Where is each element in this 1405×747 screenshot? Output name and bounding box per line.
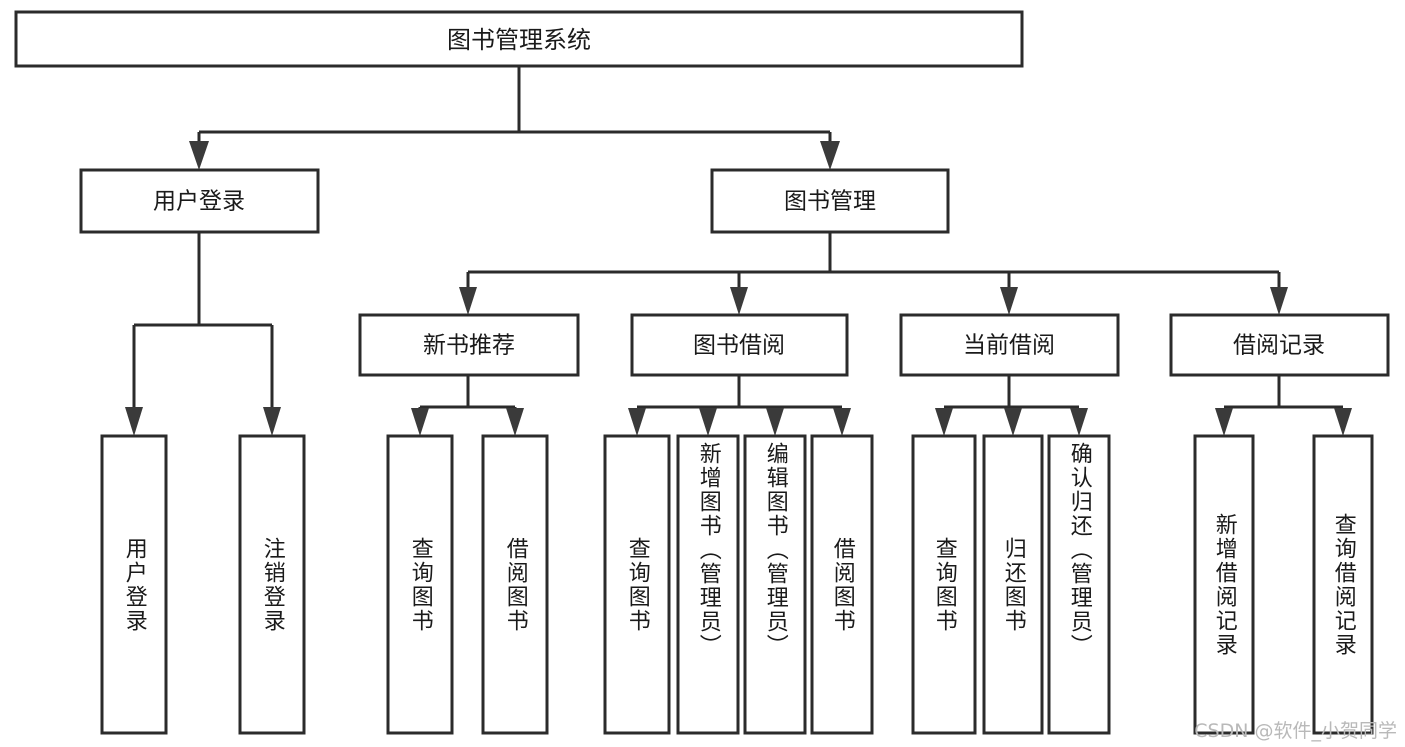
arrow-head-leaf-query-book-rec [411, 408, 429, 436]
node-book-management-label: 图书管理 [784, 189, 876, 215]
node-new-book-recommend-box[interactable] [358, 313, 580, 377]
connector-group-new-book-recommend [411, 375, 524, 436]
node-current-borrow[interactable]: 当前借阅 [899, 313, 1120, 377]
leaf-add-book-admin-box[interactable] [676, 434, 740, 735]
leaf-confirm-return-admin-box[interactable] [1047, 434, 1111, 735]
connector-group-current-borrow [935, 375, 1088, 436]
arrow-head-user-login [189, 141, 209, 170]
arrow-head-leaf-borrow-book-rec [506, 408, 524, 436]
arrow-head-leaf-edit-book-admin [766, 408, 784, 436]
connector-group-borrow-record [1215, 375, 1352, 436]
arrow-head-leaf-query-book-current [935, 408, 953, 436]
node-user-login-label: 用户登录 [153, 189, 245, 215]
node-user-login[interactable]: 用户登录 [79, 168, 320, 234]
arrow-head-leaf-query-book-borrow [628, 408, 646, 436]
leaf-return-book-box[interactable] [982, 434, 1044, 735]
node-book-management-box[interactable] [710, 168, 950, 234]
arrow-head-leaf-user-logout [263, 407, 281, 436]
node-root[interactable]: 图书管理系统 [14, 10, 1024, 68]
arrow-head-leaf-return-book [1004, 408, 1022, 436]
arrow-head-leaf-add-book-admin [699, 408, 717, 436]
arrow-head-book-borrow [730, 287, 748, 315]
leaf-boxes [100, 434, 1374, 735]
node-book-management[interactable]: 图书管理 [710, 168, 950, 234]
arrow-head-leaf-borrow-book [833, 408, 851, 436]
connector-group-book-management [459, 232, 1288, 315]
node-root-box[interactable] [14, 10, 1024, 68]
arrow-head-leaf-add-borrow-record [1215, 408, 1233, 436]
node-borrow-record[interactable]: 借阅记录 [1169, 313, 1390, 377]
leaf-query-book-borrow-box[interactable] [603, 434, 671, 735]
arrow-head-new-book-recommend [459, 287, 477, 315]
arrow-head-borrow-record [1270, 287, 1288, 315]
node-new-book-recommend[interactable]: 新书推荐 [358, 313, 580, 377]
arrow-head-leaf-confirm-return-admin [1070, 408, 1088, 436]
arrow-head-leaf-user-login [125, 407, 143, 436]
arrow-head-book-management [820, 141, 840, 170]
connector-group-root [189, 66, 840, 170]
leaf-user-logout-box[interactable] [238, 434, 306, 735]
connector-group-user-login [125, 232, 281, 436]
leaf-borrow-book-rec-box[interactable] [481, 434, 549, 735]
node-borrow-record-label: 借阅记录 [1233, 333, 1325, 359]
leaf-borrow-book-box[interactable] [810, 434, 874, 735]
node-user-login-box[interactable] [79, 168, 320, 234]
leaf-user-login-box[interactable] [100, 434, 168, 735]
node-new-book-recommend-label: 新书推荐 [423, 333, 515, 359]
node-root-label: 图书管理系统 [447, 26, 591, 54]
node-book-borrow[interactable]: 图书借阅 [630, 313, 849, 377]
connector-group-book-borrow [628, 375, 851, 436]
leaf-add-borrow-record-box[interactable] [1193, 434, 1255, 735]
node-current-borrow-label: 当前借阅 [963, 333, 1055, 359]
node-borrow-record-box[interactable] [1169, 313, 1390, 377]
arrow-head-leaf-query-borrow-record [1334, 408, 1352, 436]
node-current-borrow-box[interactable] [899, 313, 1120, 377]
leaf-query-book-current-box[interactable] [911, 434, 977, 735]
node-book-borrow-label: 图书借阅 [693, 333, 785, 359]
arrow-head-current-borrow [1000, 287, 1018, 315]
leaf-query-borrow-record-box[interactable] [1312, 434, 1374, 735]
leaf-edit-book-admin-box[interactable] [743, 434, 807, 735]
node-book-borrow-box[interactable] [630, 313, 849, 377]
leaf-query-book-rec-box[interactable] [386, 434, 454, 735]
